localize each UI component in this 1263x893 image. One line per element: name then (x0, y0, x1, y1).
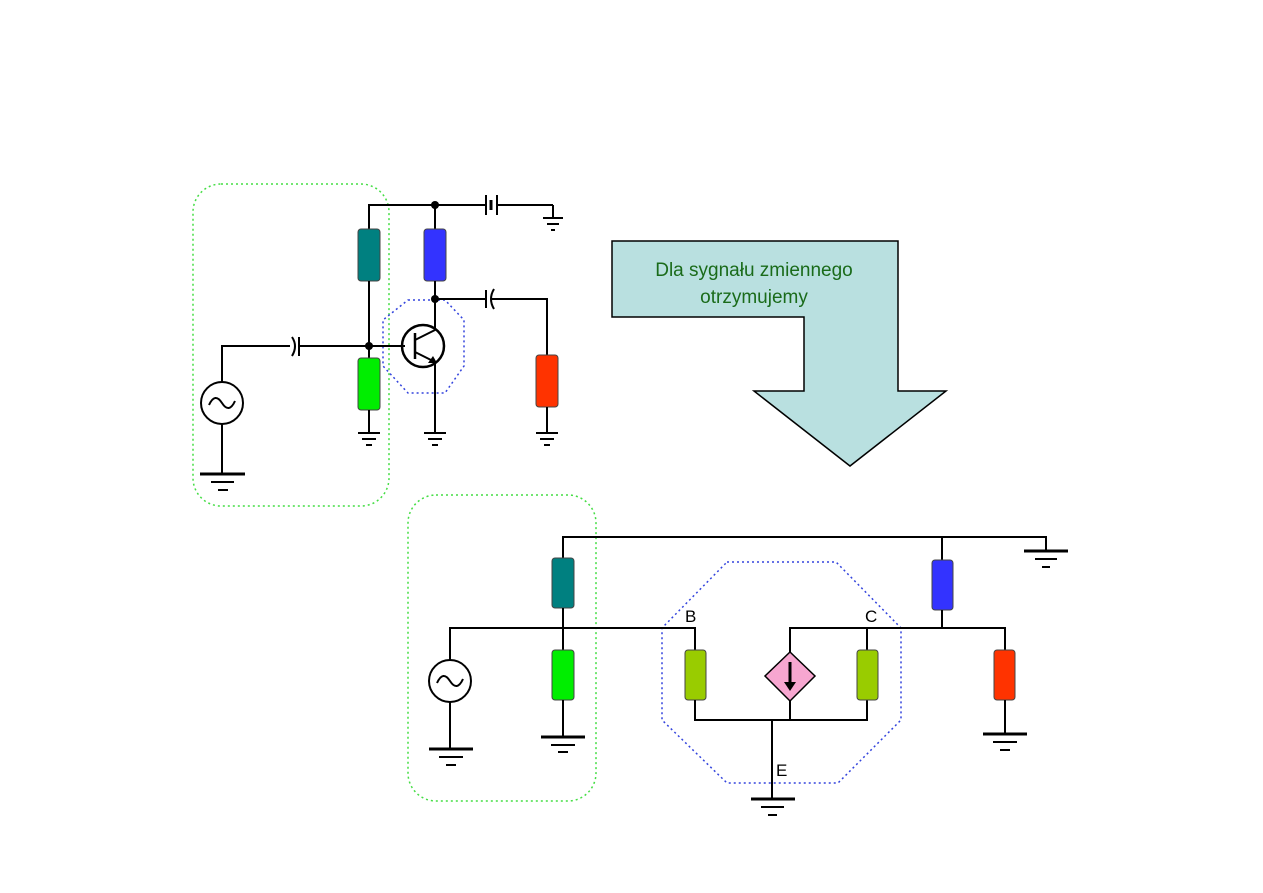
emitter-node-wire (694, 700, 868, 721)
resistor-load (993, 649, 1016, 701)
ground-icon (200, 472, 245, 491)
ground-icon (424, 432, 446, 446)
resistor-bias-bottom (551, 649, 575, 701)
ground-icon (983, 732, 1027, 751)
resistor-bias-bottom (357, 357, 381, 411)
resistor-bias-top (357, 228, 381, 282)
callout-arrow: Dla sygnału zmiennego otrzymujemy (611, 240, 949, 467)
battery-icon (485, 195, 498, 215)
ac-source-icon (200, 381, 244, 425)
npn-transistor-icon (400, 323, 446, 369)
dependent-current-source-icon (763, 650, 817, 703)
resistor-collector (931, 559, 954, 611)
base-label: B (685, 607, 696, 626)
wire (492, 298, 548, 355)
ground-icon (751, 797, 795, 816)
ground-icon (358, 432, 380, 446)
wire (221, 345, 290, 382)
collector-label: C (865, 607, 877, 626)
ground-icon (429, 747, 473, 766)
collector-node-wire (789, 627, 1006, 652)
resistor-bias-top (551, 557, 575, 609)
ground-icon (541, 735, 585, 753)
ground-icon (536, 432, 558, 446)
junction-dot (365, 342, 373, 350)
transistor-model-boundary (661, 561, 902, 784)
base-node-wire (449, 627, 696, 660)
emitter-label: E (776, 761, 787, 780)
ac-source-icon (428, 659, 472, 703)
ground-icon (1024, 549, 1068, 568)
top-circuit (192, 183, 563, 507)
arrow-shape (611, 240, 949, 467)
resistor-collector (423, 228, 447, 282)
bottom-circuit: B C (407, 494, 1068, 816)
ground-icon (543, 217, 563, 231)
callout-line-2: otrzymujemy (700, 287, 808, 308)
ground-rail (562, 536, 1047, 560)
transistor-boundary-top (382, 299, 465, 394)
resistor-model-collector (856, 649, 879, 701)
resistor-model-base (684, 649, 707, 701)
input-boundary-bottom (407, 494, 597, 802)
resistor-load (535, 354, 559, 408)
capacitor-icon (485, 288, 495, 310)
capacitor-icon (291, 336, 300, 357)
callout-line-1: Dla sygnału zmiennego (655, 260, 853, 281)
